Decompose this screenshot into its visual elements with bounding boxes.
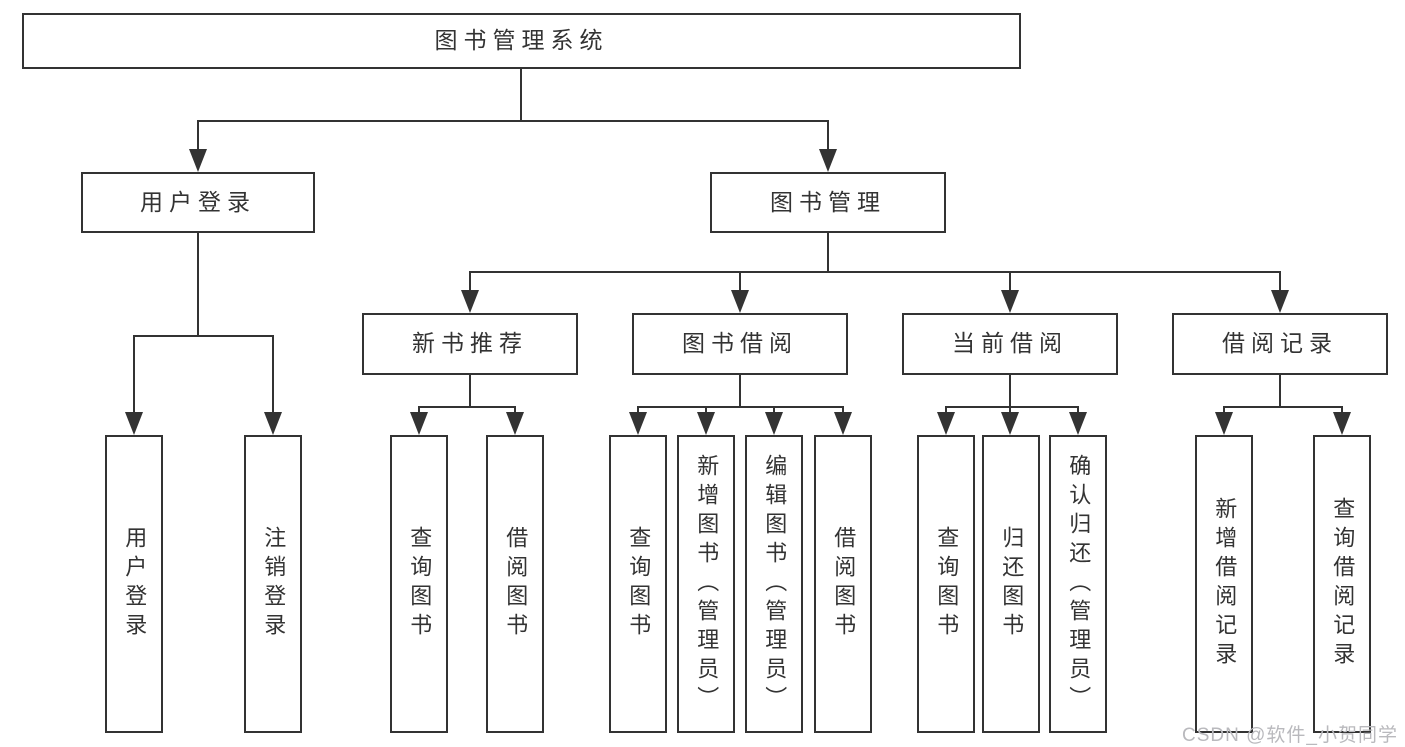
leaf-return-books: 归还图书	[982, 435, 1040, 733]
arrowhead-down-icon	[731, 290, 749, 313]
connector-line	[1009, 271, 1011, 291]
connector-line	[469, 271, 1281, 273]
connector-line	[739, 271, 741, 291]
leaf-logout: 注销登录	[244, 435, 302, 733]
leaf-confirm-return-admin: 确认归还（管理员）	[1049, 435, 1107, 733]
node-book-borrowing: 图书借阅	[632, 313, 848, 375]
csdn-watermark: CSDN @软件_小贺同学	[1182, 725, 1398, 746]
leaf-query-books-borrowing: 查询图书	[609, 435, 667, 733]
connector-line	[520, 69, 522, 122]
connector-line	[197, 120, 199, 151]
connector-line	[272, 335, 274, 413]
connector-line	[418, 406, 516, 408]
arrowhead-down-icon	[1001, 290, 1019, 313]
arrowhead-down-icon	[834, 412, 852, 435]
arrowhead-down-icon	[189, 149, 207, 172]
connector-line	[739, 375, 741, 408]
connector-line	[637, 406, 844, 408]
connector-line	[1077, 406, 1079, 414]
node-current-borrowing: 当前借阅	[902, 313, 1118, 375]
connector-line	[133, 335, 135, 413]
connector-line	[197, 120, 829, 122]
connector-line	[1009, 375, 1011, 408]
connector-line	[637, 406, 639, 414]
connector-line	[514, 406, 516, 414]
connector-line	[197, 233, 199, 337]
leaf-edit-books-admin: 编辑图书（管理员）	[745, 435, 803, 733]
arrowhead-down-icon	[1271, 290, 1289, 313]
arrowhead-down-icon	[461, 290, 479, 313]
arrowhead-down-icon	[765, 412, 783, 435]
leaf-add-borrow-record: 新增借阅记录	[1195, 435, 1253, 733]
connector-line	[133, 335, 274, 337]
arrowhead-down-icon	[1333, 412, 1351, 435]
leaf-query-books-current: 查询图书	[917, 435, 975, 733]
connector-line	[945, 406, 947, 414]
connector-line	[773, 406, 775, 414]
connector-line	[827, 233, 829, 273]
connector-line	[469, 271, 471, 291]
arrowhead-down-icon	[410, 412, 428, 435]
arrowhead-down-icon	[506, 412, 524, 435]
connector-line	[827, 120, 829, 151]
connector-line	[1223, 406, 1225, 414]
connector-line	[1223, 406, 1343, 408]
arrowhead-down-icon	[819, 149, 837, 172]
connector-line	[945, 406, 1079, 408]
arrowhead-down-icon	[1215, 412, 1233, 435]
connector-line	[1009, 406, 1011, 414]
connector-line	[1279, 375, 1281, 408]
leaf-add-books-admin: 新增图书（管理员）	[677, 435, 735, 733]
node-book-management: 图书管理	[710, 172, 946, 233]
arrowhead-down-icon	[1069, 412, 1087, 435]
arrowhead-down-icon	[264, 412, 282, 435]
connector-line	[469, 375, 471, 408]
arrowhead-down-icon	[937, 412, 955, 435]
connector-line	[418, 406, 420, 414]
leaf-user-login: 用户登录	[105, 435, 163, 733]
arrowhead-down-icon	[1001, 412, 1019, 435]
arrowhead-down-icon	[629, 412, 647, 435]
node-user-login: 用户登录	[81, 172, 315, 233]
node-library-management-system: 图书管理系统	[22, 13, 1021, 69]
leaf-borrow-books-borrowing: 借阅图书	[814, 435, 872, 733]
arrowhead-down-icon	[697, 412, 715, 435]
node-new-book-recommendation: 新书推荐	[362, 313, 578, 375]
connector-line	[842, 406, 844, 414]
leaf-borrow-books-recommend: 借阅图书	[486, 435, 544, 733]
arrowhead-down-icon	[125, 412, 143, 435]
connector-line	[705, 406, 707, 414]
leaf-query-borrow-record: 查询借阅记录	[1313, 435, 1371, 733]
leaf-query-books-recommend: 查询图书	[390, 435, 448, 733]
node-borrowing-records: 借阅记录	[1172, 313, 1388, 375]
connector-line	[1279, 271, 1281, 291]
connector-line	[1341, 406, 1343, 414]
